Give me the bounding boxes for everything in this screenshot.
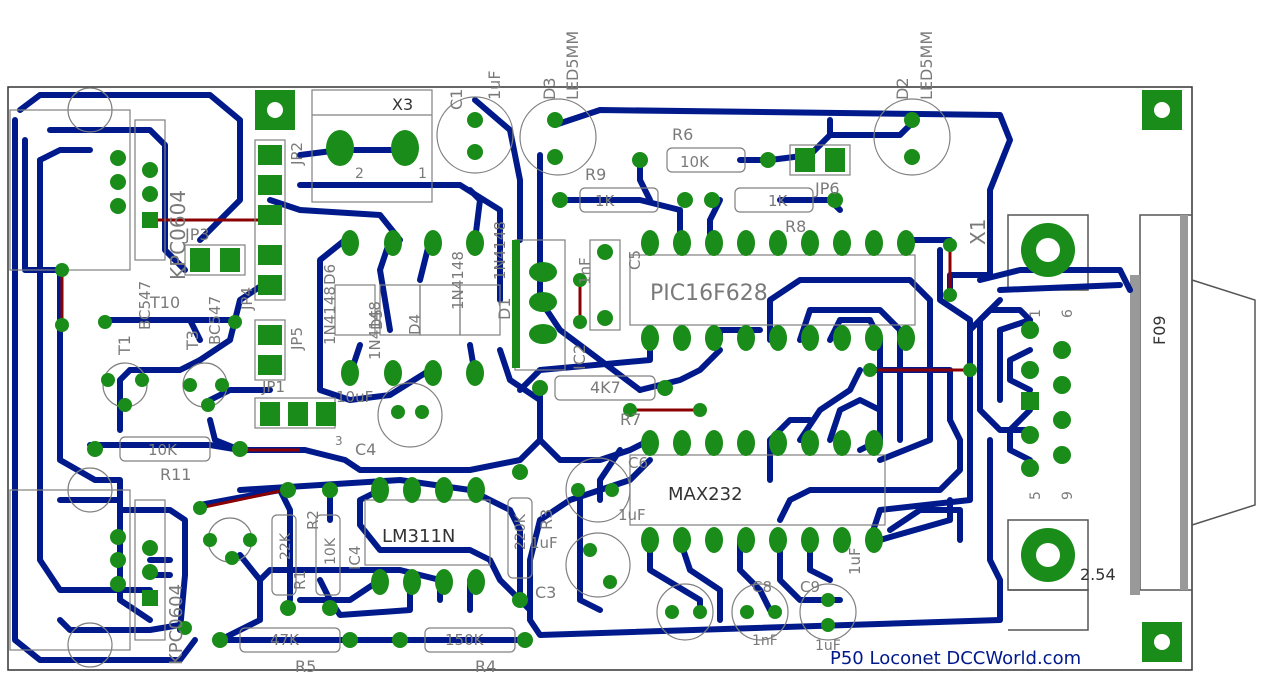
jumpers	[60, 218, 970, 510]
label-d2: D2	[893, 78, 912, 101]
label-r6-val: 10K	[680, 153, 710, 171]
label-r11: R11	[160, 465, 191, 484]
label-c9: C9	[800, 578, 820, 596]
label-pin6: 6	[1060, 309, 1076, 318]
label-d3: D3	[540, 78, 559, 101]
label-jp1-pin3: 3	[335, 434, 343, 448]
label-ic3: MAX232	[668, 484, 743, 505]
pads	[55, 90, 1182, 662]
label-d4-val: 1N4148	[449, 251, 467, 310]
label-jp6: JP6	[814, 179, 840, 198]
label-c8: C8	[752, 578, 772, 596]
label-pin5: 5	[1028, 491, 1044, 500]
label-jp5: JP5	[288, 327, 306, 351]
label-ic2: IC2	[570, 344, 589, 370]
traces	[12, 92, 1133, 663]
label-jp3: JP3	[184, 225, 210, 244]
label-c10-val: 1uF	[846, 547, 864, 575]
labels: C1 1uF D3 LED5MM D2 LED5MM X3 X1 R6 10K …	[115, 31, 1169, 676]
label-t1-val: BC547	[136, 281, 154, 330]
label-r3-val: 220K	[513, 513, 529, 550]
label-r9: R9	[585, 165, 606, 184]
label-c2-val: 1uF	[530, 534, 558, 552]
label-t3-val: BC547	[206, 296, 224, 345]
label-r4: R4	[475, 657, 496, 676]
label-c7-val: 1uF	[618, 506, 646, 524]
label-r8: R8	[785, 217, 806, 236]
label-x1: X1	[966, 219, 990, 245]
label-r7: R7	[620, 410, 641, 429]
label-c1: C1	[447, 89, 466, 110]
label-r7-val: 4K7	[590, 378, 621, 397]
footer-text: P50 Loconet DCCWorld.com	[830, 648, 1081, 669]
label-r1: R1	[291, 570, 309, 590]
label-c6: C6	[628, 454, 648, 472]
label-d5-val: 1N4148	[366, 301, 384, 360]
label-d1: D1	[495, 298, 514, 321]
label-t1: T1	[115, 335, 134, 356]
label-c8-val: 1nF	[752, 633, 778, 649]
label-d1-val: 1N4148	[491, 221, 509, 280]
label-r2-val: 10K	[323, 537, 339, 565]
label-d6-val: 1N4148	[321, 286, 339, 345]
label-d6: D6	[321, 264, 339, 285]
label-c4-val: 10uF	[336, 388, 373, 406]
label-r5-val: 47K	[270, 631, 300, 649]
label-jp4: JP4	[238, 287, 256, 311]
label-dim: 2.54	[1080, 565, 1116, 584]
label-kpc-bot: KPC0604	[166, 584, 187, 665]
label-x3: X3	[392, 95, 413, 114]
label-jp2: JP2	[288, 142, 306, 166]
label-c1-val: 1uF	[485, 70, 504, 100]
label-ic1: PIC16F628	[650, 281, 768, 306]
label-r4-val: 150K	[445, 631, 485, 649]
label-c5: C5	[626, 250, 644, 270]
label-pin9: 9	[1060, 491, 1076, 500]
label-t3: T3	[183, 330, 202, 351]
label-d4: D4	[406, 314, 424, 335]
label-r8-val: 1K	[768, 192, 789, 210]
label-r1-val: 22K	[278, 532, 294, 560]
label-pin1: 1	[1028, 309, 1044, 318]
label-r3: R3	[537, 509, 556, 530]
label-r5: R5	[295, 657, 316, 676]
label-x3-pin2: 2	[355, 166, 364, 182]
label-r9-val: 1K	[595, 192, 616, 210]
label-f09: F09	[1150, 315, 1169, 345]
label-r6: R6	[672, 125, 693, 144]
label-kpc-top: KPC0604	[166, 190, 190, 280]
label-d5: D5	[368, 309, 386, 330]
label-ic4-val: LM311N	[382, 526, 455, 547]
label-ic4: IC4	[346, 546, 364, 570]
label-c3: C3	[535, 583, 556, 602]
label-x3-pin1: 1	[418, 166, 427, 182]
label-c4: C4	[355, 440, 376, 459]
label-c5-val: 1nF	[576, 257, 594, 285]
label-r11-val: 10K	[148, 441, 178, 459]
label-t10: T10	[149, 293, 180, 312]
label-d2-val: LED5MM	[917, 31, 936, 100]
label-d3-val: LED5MM	[563, 31, 582, 100]
label-r2: R2	[304, 510, 322, 530]
silkscreen	[9, 87, 951, 668]
label-jp1: JP1	[261, 378, 285, 396]
label-c9-val: 1uF	[815, 638, 841, 654]
drills	[267, 102, 1170, 650]
